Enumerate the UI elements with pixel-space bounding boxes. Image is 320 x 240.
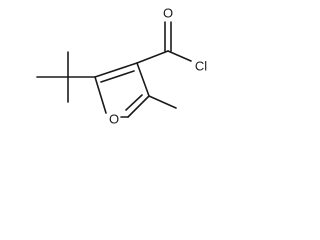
- bond-c4-c5-double-outer: [127, 95, 150, 118]
- bond-c4-c5-double-inner: [125, 94, 143, 111]
- ring-oxygen-label: O: [109, 111, 119, 126]
- bond-c2-c3-double-inner: [100, 70, 135, 83]
- chlorine-label: Cl: [195, 58, 207, 73]
- bond-carbonyl-chlorine: [167, 50, 192, 62]
- bond-c5-methyl: [148, 95, 177, 109]
- bond-c3-carbonyl-carbon: [136, 50, 169, 64]
- carbonyl-oxygen-label: O: [163, 5, 173, 20]
- bond-c3-c4: [136, 62, 150, 97]
- bond-ring-oxygen-c2: [94, 76, 107, 114]
- molecule-structure-diagram: O Cl O: [36, 5, 207, 126]
- bond-c2-c3-double-outer: [94, 62, 138, 78]
